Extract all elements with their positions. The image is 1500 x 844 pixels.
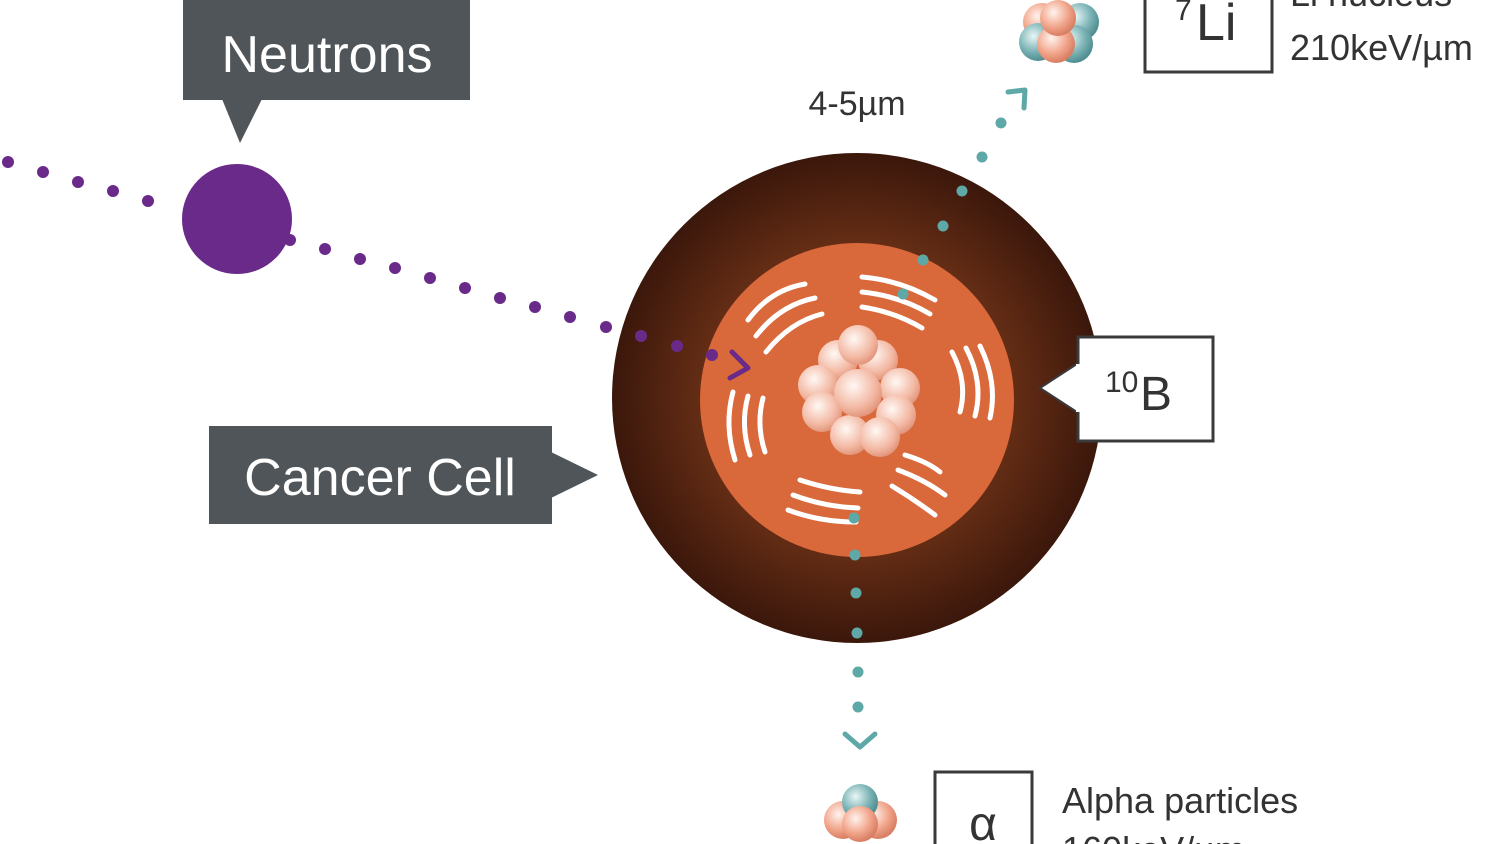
cancer-cell-label: Cancer Cell <box>244 449 516 507</box>
neutron-track-incoming <box>2 156 154 207</box>
neutron-track-inner <box>284 234 718 361</box>
boron-callout: 10B <box>1038 335 1215 443</box>
cancer-cell-callout: Cancer Cell <box>209 426 598 524</box>
lithium-name: Li nucleus <box>1290 0 1452 14</box>
lithium-let: 210keV/µm <box>1290 27 1473 68</box>
scale-label: 4-5µm <box>808 85 905 123</box>
alpha-track <box>848 512 864 713</box>
alpha-symbol-box: α <box>933 770 1034 844</box>
boron-mass-number: 10 <box>1105 366 1138 399</box>
cancer-cell <box>612 153 1102 643</box>
boron-nucleus <box>798 325 920 457</box>
lithium-arrowhead <box>1005 87 1028 111</box>
alpha-arrowhead <box>842 731 878 750</box>
alpha-symbol: α <box>969 798 997 844</box>
svg-text:10B: 10B <box>1105 366 1172 421</box>
lithium-symbol-box: 7Li <box>1143 0 1274 74</box>
lithium-symbol: Li <box>1196 0 1236 52</box>
neutrons-callout: Neutrons <box>183 0 470 143</box>
lithium-mass-number: 7 <box>1175 0 1192 27</box>
neutron-particle <box>182 164 292 274</box>
boron-symbol: B <box>1140 368 1172 421</box>
neutrons-label: Neutrons <box>222 26 433 84</box>
svg-text:7Li: 7Li <box>1175 0 1236 52</box>
dna-arcs <box>726 274 995 525</box>
alpha-let: 160keV/µm <box>1062 829 1245 844</box>
lithium-nucleus-icon <box>1019 0 1099 63</box>
lithium-track <box>897 117 1007 300</box>
alpha-name: Alpha particles <box>1062 780 1298 821</box>
neutron-arrowhead <box>727 349 751 381</box>
alpha-particle-icon <box>824 784 897 842</box>
